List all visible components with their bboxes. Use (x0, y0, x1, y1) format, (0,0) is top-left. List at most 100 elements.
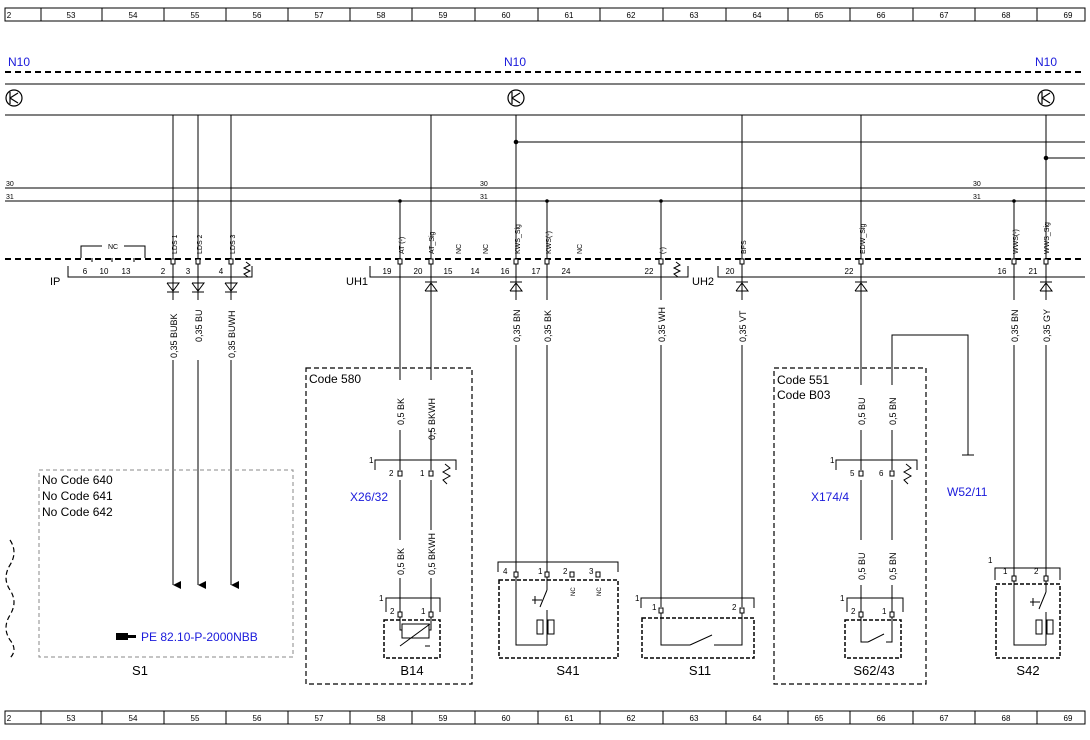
pin-number: 22 (645, 267, 654, 276)
reference-labels: X26/32 X174/4 W52/11 (350, 485, 988, 504)
pin-nc: NC (597, 587, 603, 596)
ruler-top-col: 56 (253, 11, 262, 20)
ruler-top-col: 69 (1064, 11, 1073, 20)
code-label: Code 580 (309, 372, 361, 386)
component-b14-label: B14 (400, 663, 423, 678)
ruler-top-col: 54 (129, 11, 138, 20)
pin-number: 24 (562, 267, 571, 276)
component-names: S1 B14 S41 S11 S62/43 S42 (132, 663, 1040, 678)
bus-30-label: 30 (6, 181, 14, 188)
wire-label: 0,5 BU (857, 552, 867, 580)
signal-label: NC (483, 244, 490, 254)
ruler-bottom-col: 64 (753, 714, 762, 723)
n10-label-right: N10 (1035, 55, 1057, 69)
signal-label: KWS(-) (546, 231, 553, 254)
ruler-top-col: 62 (627, 11, 636, 20)
bus-labels: 30 31 30 31 30 31 (6, 181, 981, 201)
ip-nc-label: NC (108, 244, 118, 251)
code-label: No Code 641 (42, 489, 113, 503)
pin-squares (170, 258, 1049, 265)
pe-reference-text[interactable]: PE 82.10-P-2000NBB (141, 630, 258, 644)
pin-number: 2 (1034, 567, 1039, 576)
s11-pins: 1 1 2 (635, 594, 737, 612)
ruler-top-col: 57 (315, 11, 324, 20)
ruler-bottom-col: 62 (627, 714, 636, 723)
ruler-bottom-col: 59 (439, 714, 448, 723)
wire-label: 0,35 BN (512, 309, 522, 342)
ruler-top-col: 58 (377, 11, 386, 20)
pin-number: 1 (1003, 567, 1008, 576)
pin-number: 22 (845, 267, 854, 276)
wire-label: 0,35 GY (1042, 309, 1052, 342)
ip-nc-bracket (80, 245, 146, 262)
ruler-top-col: 61 (565, 11, 574, 20)
pin-number: 20 (414, 267, 423, 276)
break-line (5, 539, 15, 659)
component-s1: S1 (132, 663, 148, 678)
ruler-top-col: 55 (191, 11, 200, 20)
ruler-bottom-col: 53 (67, 714, 76, 723)
s41-pins: 4 1 2 3 NC NC (503, 567, 603, 596)
wire-label: 0,35 BK (543, 310, 553, 342)
top-ruler-labels: 2 53 54 55 56 57 58 59 60 61 62 63 64 65… (7, 11, 1073, 20)
component-s62-43 (844, 597, 904, 659)
wire-label: 0,35 BUWH (227, 310, 237, 358)
pin-number: 2 (390, 607, 395, 616)
pin-nc: NC (571, 587, 577, 596)
bus-lines (5, 187, 1085, 202)
signal-label: NC (577, 244, 584, 254)
pe-reference-link[interactable]: PE 82.10-P-2000NBB (116, 630, 258, 644)
pin-number: 5 (850, 469, 855, 478)
ruler-bottom-col: 56 (253, 714, 262, 723)
pin-number: 1 (420, 469, 425, 478)
wire-label: 0,35 BUBK (169, 313, 179, 358)
ruler-bottom-col: 69 (1064, 714, 1073, 723)
pin-number: 4 (219, 267, 224, 276)
component-s11 (640, 597, 755, 659)
component-s62-label: S62/43 (853, 663, 894, 678)
ruler-top-col: 53 (67, 11, 76, 20)
ruler-bottom-col: 61 (565, 714, 574, 723)
signal-label: WWS_Sig (1044, 222, 1051, 254)
wire-label: 0,35 WH (657, 307, 667, 342)
pin-number: 15 (444, 267, 453, 276)
pin-number: 1 (538, 567, 543, 576)
n10-label-mid: N10 (504, 55, 526, 69)
wire-label: 0,5 BN (888, 552, 898, 580)
ruler-bottom-col: 63 (690, 714, 699, 723)
no-code-frame (38, 469, 294, 658)
bottom-ruler (4, 710, 1086, 725)
pin-number: 1 (379, 594, 384, 603)
connector-uh2: UH2 (692, 276, 714, 288)
direction-markers (166, 281, 1053, 293)
bus-30-label: 30 (973, 181, 981, 188)
pin-number: 16 (501, 267, 510, 276)
connector-uh1: UH1 (346, 276, 368, 288)
pin-number: 4 (503, 567, 508, 576)
pin-number: 1 (635, 594, 640, 603)
signal-label: AT_Sig (429, 231, 436, 254)
wire-label: 0,5 BU (857, 397, 867, 425)
signal-label: WWS(-) (1013, 229, 1020, 254)
pin-number: 17 (532, 267, 541, 276)
component-s42 (994, 567, 1061, 659)
pin-number: 13 (122, 267, 131, 276)
ruler-top-col: 59 (439, 11, 448, 20)
ruler-bottom-col: 68 (1002, 714, 1011, 723)
ruler-bottom-col: 54 (129, 714, 138, 723)
ruler-top-col: 64 (753, 11, 762, 20)
ruler-bottom-col: 60 (502, 714, 511, 723)
transistor-icon (1037, 89, 1055, 107)
pin-number: 16 (998, 267, 1007, 276)
component-b14 (383, 597, 441, 659)
pin-number: 2 (161, 267, 166, 276)
wire-labels: 0,35 BUBK 0,35 BU 0,35 BUWH 0,5 BK 0,5 B… (169, 307, 1052, 580)
pin-number: 1 (652, 603, 657, 612)
signal-label: EDW_Sig (860, 224, 867, 254)
signal-label: BFS (741, 240, 748, 254)
signal-labels: LDS 1 LDS 2 LDS 3 AT (-) AT_Sig NC NC KW… (172, 222, 1051, 254)
component-s41-label: S41 (556, 663, 579, 678)
code-label: No Code 640 (42, 473, 113, 487)
code-label: Code 551 (777, 373, 829, 387)
signal-label: KWS_Sig (515, 224, 522, 254)
